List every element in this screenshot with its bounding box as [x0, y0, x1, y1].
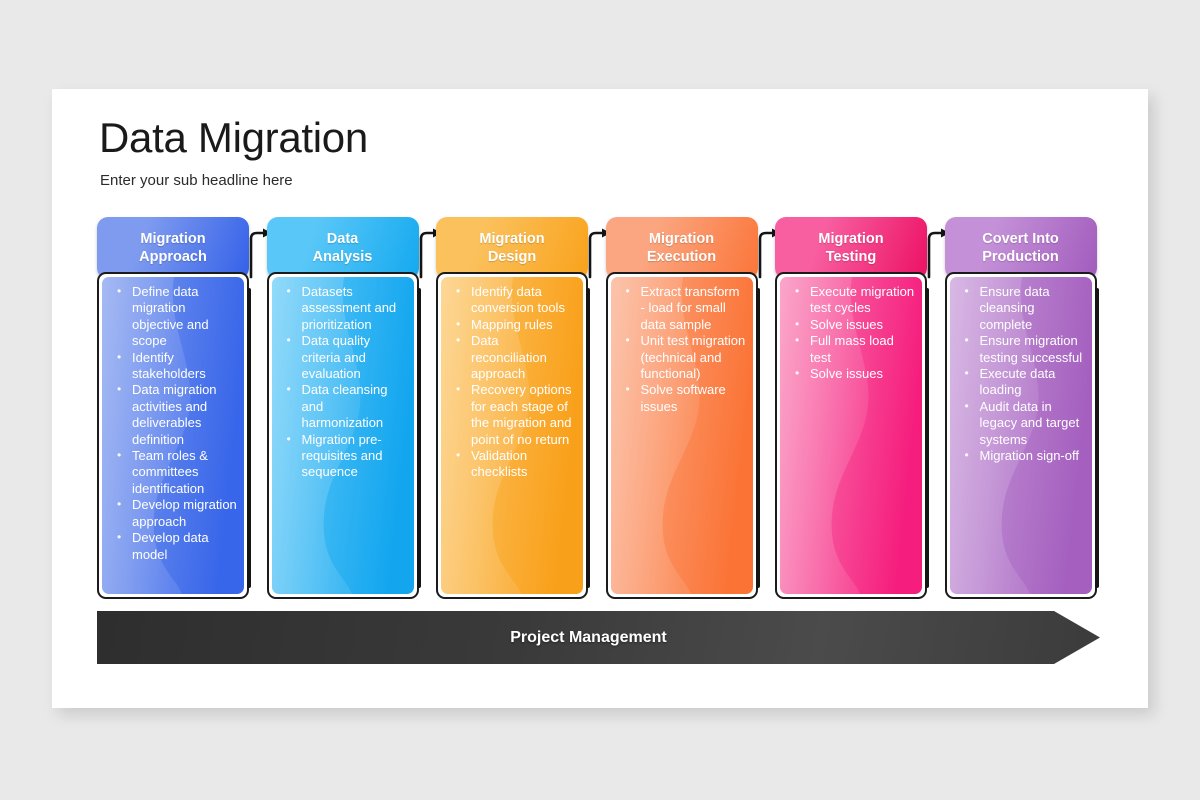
process-column: MigrationDesignIdentify data conversion … [436, 217, 611, 599]
stage-body-panel: Execute migration test cycles Solve issu… [780, 277, 922, 594]
page-title: Data Migration [99, 114, 368, 161]
list-item: Extract transform - load for small data … [619, 283, 747, 333]
process-column: MigrationApproachDefine data migration o… [97, 217, 272, 599]
header-line-2: Testing [825, 249, 877, 265]
header-line-1: Covert Into [982, 230, 1059, 247]
list-item: Team roles & committees identification [110, 447, 238, 497]
stage-body-panel: Datasets assessment and prioritizationDa… [271, 277, 414, 594]
list-item: Execute data loading [958, 365, 1086, 399]
list-item: Mapping rules [449, 316, 577, 333]
header-line-2: Approach [139, 249, 207, 265]
list-item: Solve issues [788, 365, 916, 382]
header-line-1: Migration [818, 230, 884, 247]
banner-arrow-shape [97, 611, 1100, 664]
list-item: Data migration activities and deliverabl… [110, 381, 238, 448]
header-line-1: Migration [140, 230, 206, 247]
list-item: Develop data model [110, 529, 238, 563]
list-item: Identify data conversion tools [449, 283, 577, 317]
process-column: DataAnalysisDatasets assessment and prio… [266, 217, 441, 599]
list-item: Data quality criteria and evaluation [280, 332, 408, 382]
list-item: Solve issues [788, 316, 916, 333]
list-item: Recovery options for each stage of the m… [449, 381, 577, 448]
page-subtitle: Enter your sub headline here [100, 172, 293, 189]
list-item: Validation checklists [449, 447, 577, 481]
stage-bullet-list: Execute migration test cycles Solve issu… [788, 283, 916, 382]
header-line-1: Data [326, 230, 359, 247]
stage-body-panel: Identify data conversion toolsMapping ru… [441, 277, 583, 594]
list-item: Unit test migration (technical and funct… [619, 332, 747, 382]
stage-bullet-list: Identify data conversion toolsMapping ru… [449, 283, 577, 481]
process-column: Covert IntoProductionEnsure data cleansi… [944, 217, 1099, 599]
list-item: Migration pre-requisites and sequence [280, 431, 408, 481]
stage-bullet-list: Extract transform - load for small data … [619, 283, 747, 415]
list-item: Develop migration approach [110, 496, 238, 530]
process-columns: MigrationApproachDefine data migration o… [97, 217, 1099, 599]
stage-bullet-list: Ensure data cleansing completeEnsure mig… [958, 283, 1086, 464]
list-item: Execute migration test cycles [788, 283, 916, 317]
list-item: Data cleansing and harmonization [280, 381, 408, 431]
list-item: Data reconciliation approach [449, 332, 577, 382]
header-line-1: Migration [648, 230, 715, 247]
stage-bullet-list: Datasets assessment and prioritizationDa… [280, 283, 408, 481]
header-line-2: Design [487, 249, 537, 265]
stage-body-panel: Define data migration objective and scop… [102, 277, 244, 594]
project-management-banner: Project Management [97, 611, 1100, 664]
list-item: Audit data in legacy and target systems [958, 398, 1086, 448]
header-line-2: Analysis [312, 249, 373, 265]
stage-bullet-list: Define data migration objective and scop… [110, 283, 238, 563]
header-line-2: Production [982, 249, 1059, 265]
list-item: Solve software issues [619, 381, 747, 415]
list-item: Full mass load test [788, 332, 916, 366]
list-item: Ensure data cleansing complete [958, 283, 1086, 333]
header-line-2: Execution [646, 249, 717, 265]
banner-label: Project Management [510, 628, 667, 646]
list-item: Define data migration objective and scop… [110, 283, 238, 350]
stage-body-panel: Extract transform - load for small data … [610, 277, 753, 594]
list-item: Ensure migration testing successful [958, 332, 1086, 366]
process-column: MigrationTestingExecute migration test c… [775, 217, 950, 599]
list-item: Datasets assessment and prioritization [280, 283, 408, 333]
slide-card: Data Migration Enter your sub headline h… [52, 89, 1148, 708]
stage-body-panel: Ensure data cleansing completeEnsure mig… [949, 277, 1092, 594]
header-line-1: Migration [479, 230, 545, 247]
list-item: Migration sign-off [958, 447, 1086, 464]
list-item: Identify stakeholders [110, 349, 238, 383]
process-column: MigrationExecutionExtract transform - lo… [605, 217, 780, 599]
